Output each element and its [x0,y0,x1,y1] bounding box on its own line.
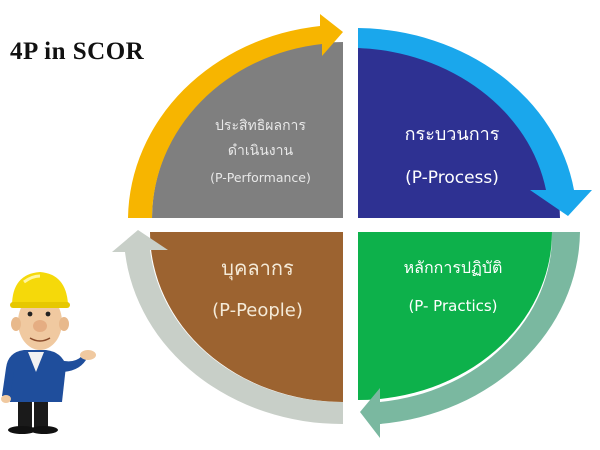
performance-label: ประสิทธิผลการ ดำเนินงาน (P-Performance) [178,118,343,185]
practice-label: หลักการปฏิบัติ (P- Practics) [378,258,528,315]
people-english: (P-People) [212,300,303,321]
arrow-performance-icon [128,14,343,218]
quadrant-people [150,232,343,402]
performance-english: (P-Performance) [210,169,311,185]
practice-thai: หลักการปฏิบัติ [403,258,503,277]
practice-english: (P- Practics) [408,297,498,316]
people-label: บุคลากร (P-People) [175,256,340,322]
arrow-practice-icon [360,232,580,438]
performance-thai-line1: ประสิทธิผลการ [215,118,306,134]
process-thai: กระบวนการ [404,124,500,145]
process-label: กระบวนการ (P-Process) [372,124,532,188]
quadrant-practice [358,232,552,400]
engineer-mascot-icon [1,272,96,434]
diagram-title: 4P in SCOR [10,38,145,65]
quadrant-performance [152,42,343,218]
performance-thai-line2: ดำเนินงาน [227,142,294,159]
arrow-process-icon [358,28,592,216]
arrow-people-icon [112,230,343,425]
people-thai: บุคลากร [221,256,294,280]
process-english: (P-Process) [405,167,499,188]
quadrant-process [358,47,560,218]
